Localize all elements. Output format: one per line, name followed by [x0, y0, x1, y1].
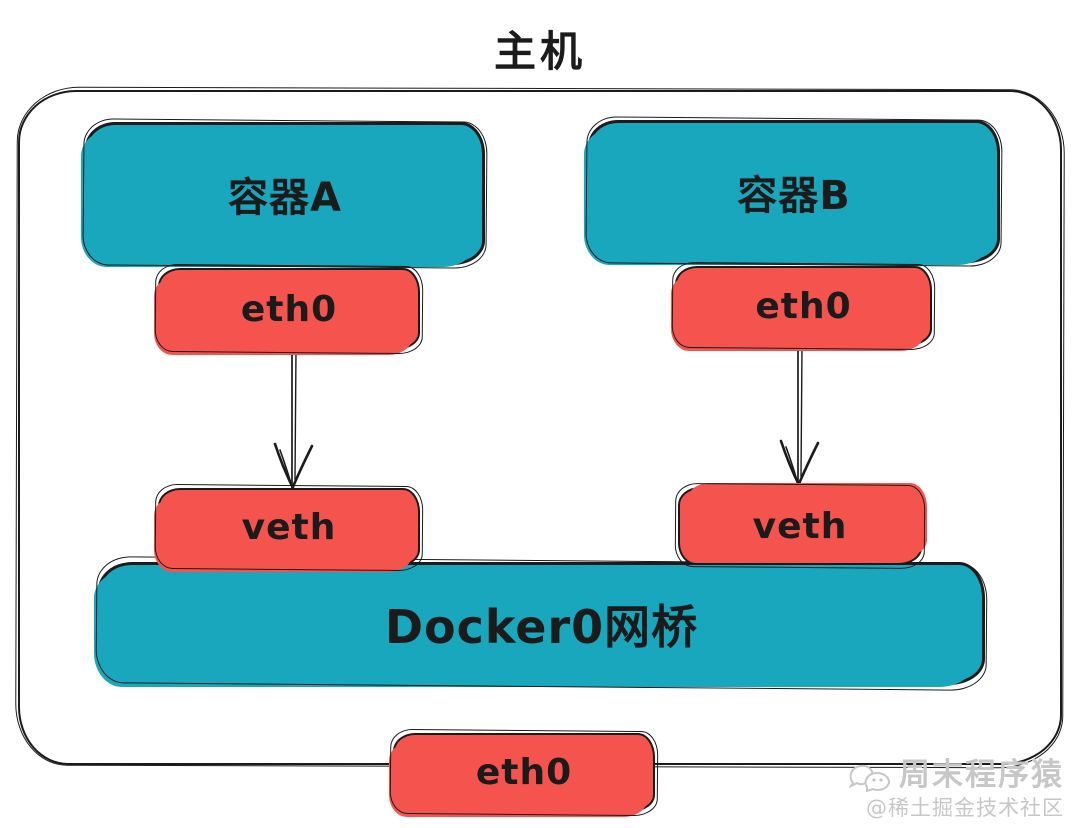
wechat-icon: [849, 764, 890, 793]
eth0-container-b-box: eth0: [671, 261, 936, 351]
veth-a-label: veth: [241, 507, 337, 548]
watermark-community: @稀土掘金技术社区: [866, 795, 1064, 820]
container-a-box: 容器A: [81, 118, 488, 269]
eth0-container-a-box: eth0: [154, 263, 424, 355]
host-eth0-box: eth0: [389, 728, 659, 817]
arrow-eth0a-to-vetha: [273, 348, 314, 495]
veth-a-box: veth: [154, 483, 424, 572]
veth-b-box: veth: [674, 482, 927, 570]
page-title: 主机: [493, 27, 586, 76]
host-eth0-label: eth0: [475, 752, 573, 793]
docker0-bridge-box: Docker0网桥: [94, 556, 988, 691]
arrow-eth0b-to-vethb: [779, 345, 820, 492]
watermark: 周末程序猿 @稀土掘金技术社区: [849, 757, 1064, 820]
eth0-container-b-label: eth0: [755, 285, 852, 327]
container-b-box: 容器B: [584, 116, 1003, 267]
container-a-label: 容器A: [228, 174, 342, 221]
docker0-bridge-label: Docker0网桥: [384, 599, 699, 654]
veth-b-label: veth: [752, 505, 848, 547]
container-b-label: 容器B: [737, 172, 851, 219]
watermark-author: 周末程序猿: [899, 757, 1064, 794]
eth0-container-a-label: eth0: [240, 288, 338, 330]
